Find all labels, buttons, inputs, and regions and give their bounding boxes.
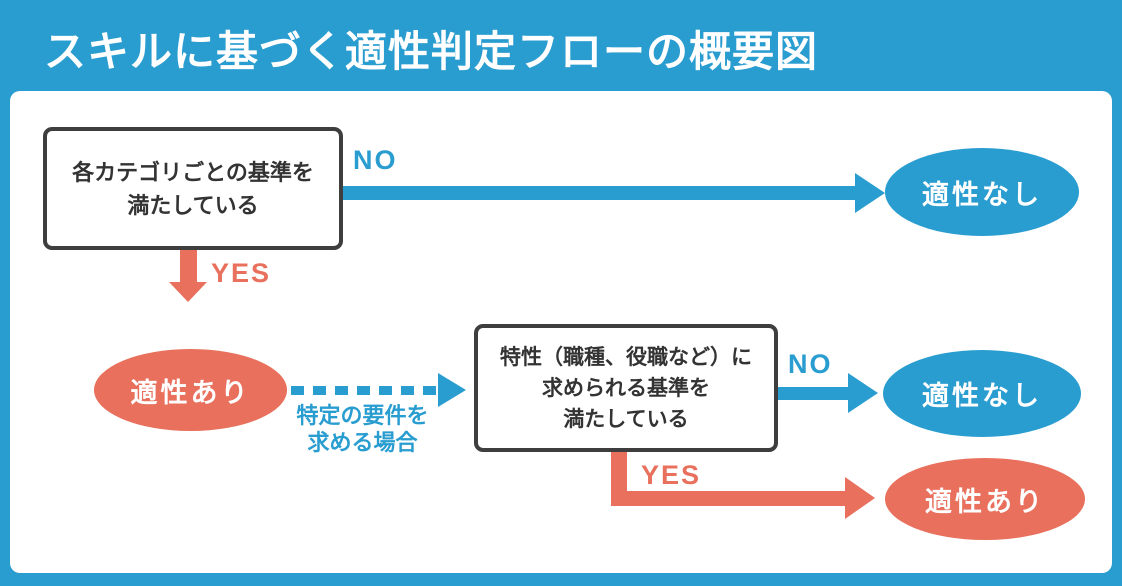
arrow-right-icon: [845, 477, 875, 519]
decision-box-line: 満たしている: [563, 407, 689, 431]
result-ellipse-no-aptitude: 適性なし: [883, 350, 1081, 437]
result-label: 適性あり: [130, 377, 251, 408]
arrow-yes-bottom-horizontal-line: [611, 491, 845, 506]
decision-box-category-criteria: 各カテゴリごとの基準を 満たしている: [43, 127, 343, 250]
arrow-right-icon: [848, 373, 878, 413]
edge-label-no: NO: [353, 145, 398, 175]
edge-label-no: NO: [788, 349, 833, 379]
decision-box-line: 特性（職種、役職など）に: [500, 345, 752, 369]
arrow-right-icon: [438, 373, 466, 407]
decision-box-line: 求められる基準を: [542, 376, 710, 400]
result-label: 適性なし: [922, 381, 1042, 411]
edge-label-yes: YES: [211, 258, 272, 288]
result-ellipse-no-aptitude: 適性なし: [885, 148, 1079, 236]
condition-line: 特定の要件を: [296, 403, 429, 428]
result-ellipse-has-aptitude: 適性あり: [885, 458, 1085, 540]
arrow-down-icon: [169, 282, 207, 302]
arrow-no-top-line: [343, 186, 855, 200]
condition-line: 求める場合: [307, 430, 418, 455]
decision-box-line: 各カテゴリごとの基準を: [72, 159, 314, 185]
edge-label-yes: YES: [641, 460, 702, 490]
dashed-arrow-line: [291, 386, 440, 395]
result-label: 適性あり: [925, 486, 1045, 517]
arrow-yes-down-line: [180, 250, 197, 284]
dashed-arrow-condition-label: 特定の要件を 求める場合: [270, 402, 455, 456]
arrow-no-mid-line: [778, 387, 848, 400]
page-title: スキルに基づく適性判定フローの概要図: [44, 28, 819, 75]
decision-box-line: 満たしている: [127, 192, 259, 218]
result-ellipse-has-aptitude: 適性あり: [94, 349, 287, 431]
result-label: 適性なし: [922, 179, 1042, 210]
arrow-right-icon: [855, 173, 885, 213]
decision-box-trait-criteria: 特性（職種、役職など）に 求められる基準を 満たしている: [474, 324, 778, 452]
